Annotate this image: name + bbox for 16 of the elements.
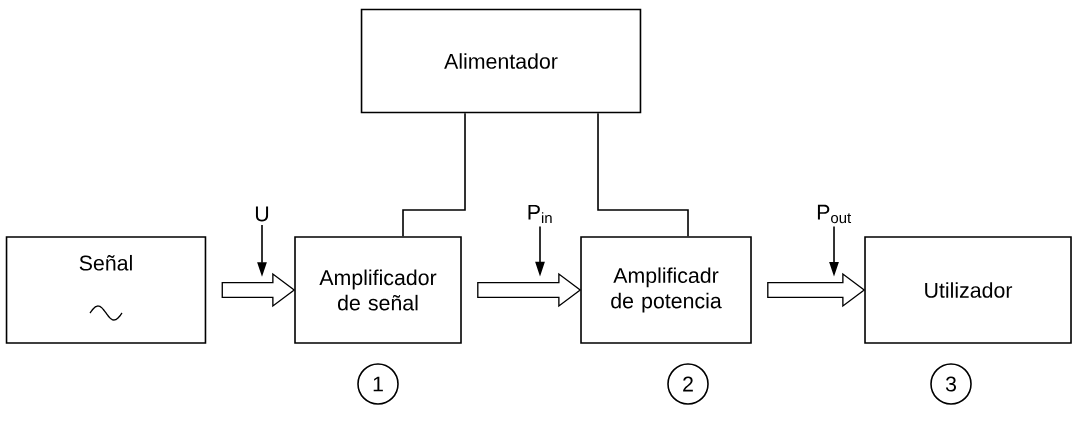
power-line <box>402 112 466 237</box>
hollow-arrow <box>767 272 866 308</box>
callout-number: 2 <box>667 363 709 405</box>
block-box: Utilizador <box>864 236 1072 344</box>
callout-number: 3 <box>930 363 972 405</box>
signal-label: P$_{out}$ <box>817 204 852 224</box>
block-box: Amplificadr de potencia <box>580 236 752 344</box>
hollow-arrow <box>221 272 296 308</box>
signal-label: P$_{in}$ <box>528 204 552 224</box>
hollow-arrow <box>477 272 582 308</box>
block-box: Alimentador <box>360 8 642 114</box>
callout-number: 1 <box>357 363 399 405</box>
power-line <box>597 112 689 237</box>
block-box: Señal <box>5 236 207 344</box>
block-box: Amplificador de señal <box>294 236 462 344</box>
signal-label: U <box>255 206 269 222</box>
